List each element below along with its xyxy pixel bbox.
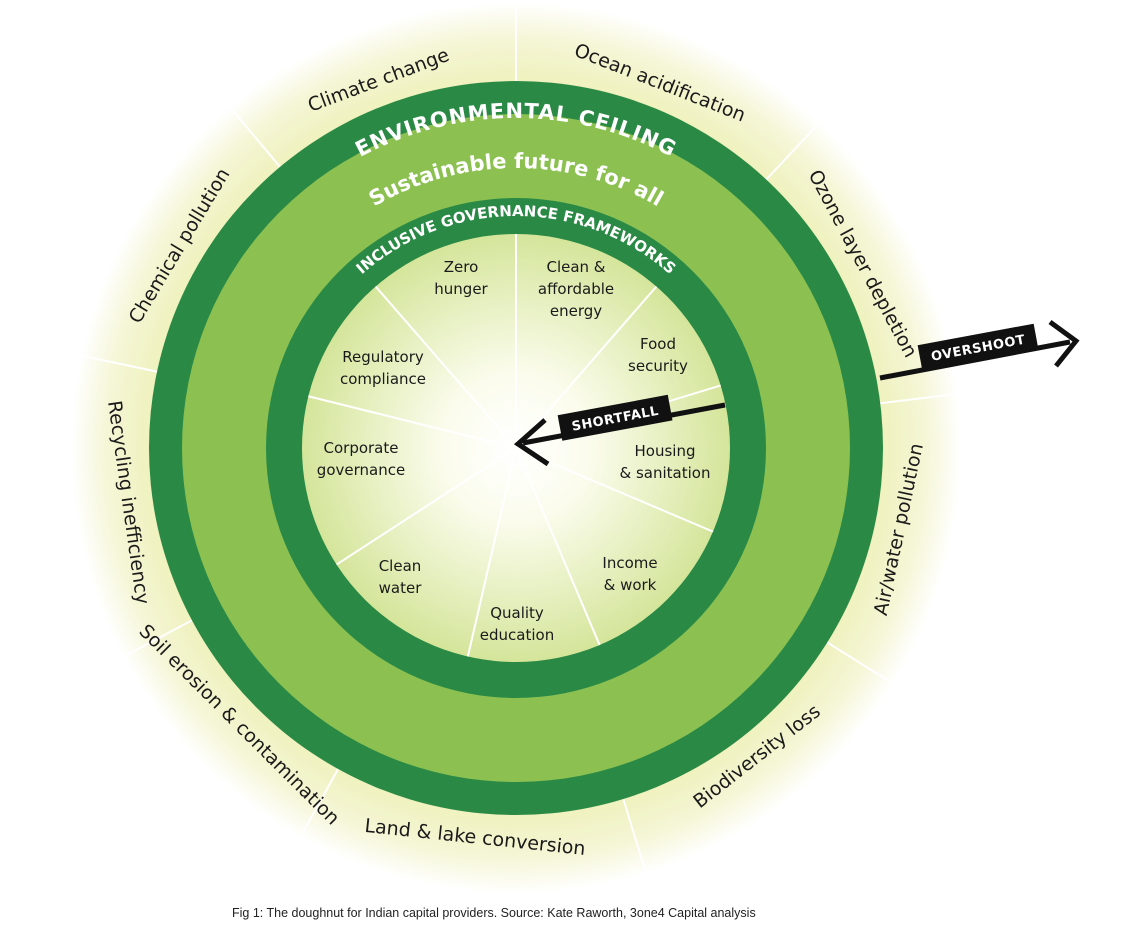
social-divider	[335, 452, 509, 566]
environmental-divider	[80, 354, 165, 375]
figure-caption: Fig 1: The doughnut for Indian capital p…	[232, 906, 756, 920]
environmental-divider	[299, 762, 343, 838]
environmental-dividers	[80, 3, 958, 874]
social-divider	[518, 456, 601, 646]
social-divider	[466, 457, 515, 657]
social-divider	[374, 285, 511, 442]
social-divider	[524, 450, 714, 533]
environmental-divider	[122, 616, 199, 658]
overshoot-tag	[917, 323, 1039, 371]
social-divider	[308, 395, 507, 447]
environmental-divider	[229, 106, 286, 173]
social-label-housing: Housing& sanitation	[620, 442, 711, 482]
overshoot-arrow: OVERSHOOT	[879, 319, 1080, 381]
environmental-divider	[760, 121, 821, 186]
environmental-divider	[820, 637, 894, 685]
shortfall-tag	[557, 394, 673, 441]
social-divider	[521, 285, 658, 442]
social-label-income: Income& work	[602, 554, 657, 594]
social-dividers	[308, 234, 721, 657]
environmental-divider	[620, 791, 648, 874]
environmental-divider	[873, 392, 958, 406]
social-foundation-center	[302, 234, 730, 662]
